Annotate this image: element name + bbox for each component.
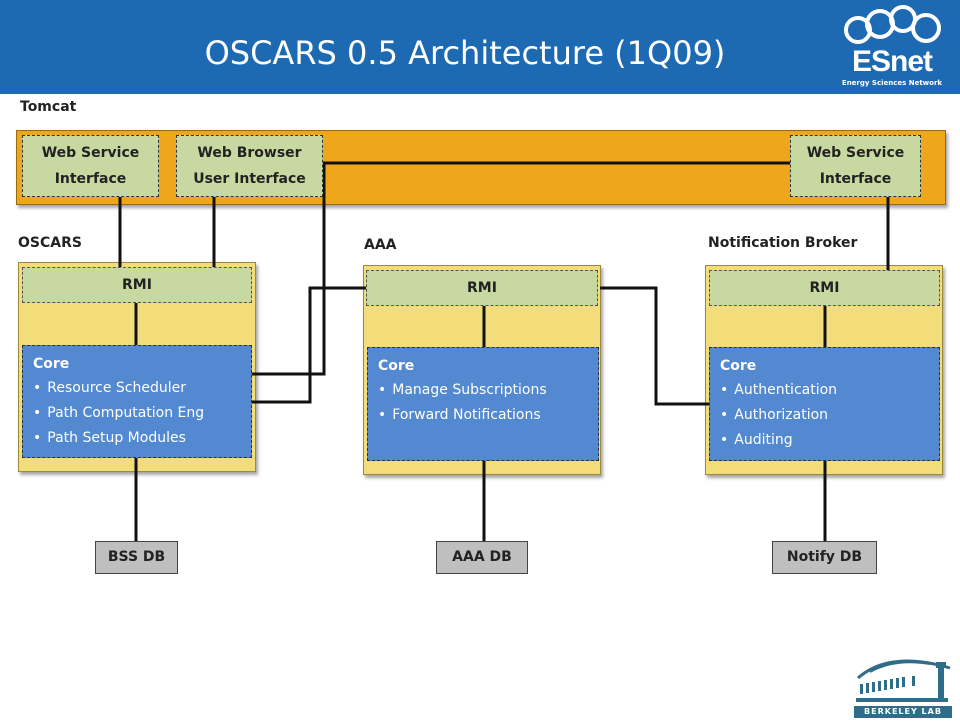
core-list: Resource Scheduler Path Computation Eng …: [33, 376, 241, 451]
core-title: Core: [378, 358, 415, 374]
core-list: Authentication Authorization Auditing: [720, 378, 929, 453]
core-item: Authentication: [720, 378, 929, 403]
core-title: Core: [720, 358, 757, 374]
berkeley-lab-logo: Berkeley Lab: [850, 648, 956, 720]
core-item: Path Computation Eng: [33, 401, 241, 426]
header-bar: OSCARS 0.5 Architecture (1Q09) ESnet Ene…: [0, 0, 960, 94]
notification-core: Core Authentication Authorization Auditi…: [709, 347, 940, 461]
bss-db: BSS DB: [95, 541, 178, 574]
box-line: Web Service: [41, 145, 140, 161]
box-line: Interface: [819, 171, 892, 187]
aaa-core: Core Manage Subscriptions Forward Notifi…: [367, 347, 599, 461]
core-item: Resource Scheduler: [33, 376, 241, 401]
berkeley-lab-logo-text: Berkeley Lab: [854, 706, 952, 718]
berkeley-lab-icon: [856, 659, 951, 702]
notification-rmi: RMI: [709, 270, 940, 306]
oscars-label: OSCARS: [18, 235, 82, 251]
core-item: Manage Subscriptions: [378, 378, 588, 403]
aaa-db: AAA DB: [436, 541, 528, 574]
box-line: User Interface: [193, 171, 306, 187]
notify-db: Notify DB: [772, 541, 877, 574]
tomcat-label: Tomcat: [20, 99, 77, 115]
esnet-rings-icon: [844, 5, 941, 44]
esnet-logo-subtitle: Energy Sciences Network: [841, 79, 943, 87]
box-line: Web Browser: [197, 145, 302, 161]
core-title: Core: [33, 356, 70, 372]
aaa-rmi: RMI: [366, 270, 598, 306]
box-line: Interface: [54, 171, 127, 187]
esnet-logo-text: ESnet: [851, 45, 933, 78]
notification-broker-label: Notification Broker: [708, 235, 858, 251]
oscars-rmi: RMI: [22, 267, 252, 303]
core-list: Manage Subscriptions Forward Notificatio…: [378, 378, 588, 428]
core-item: Authorization: [720, 403, 929, 428]
oscars-core: Core Resource Scheduler Path Computation…: [22, 345, 252, 458]
core-item: Auditing: [720, 428, 929, 453]
aaa-label: AAA: [364, 237, 397, 253]
core-item: Forward Notifications: [378, 403, 588, 428]
box-line: Web Service: [806, 145, 905, 161]
esnet-logo: ESnet Energy Sciences Network: [836, 4, 948, 90]
core-item: Path Setup Modules: [33, 426, 241, 451]
slide-title: OSCARS 0.5 Architecture (1Q09): [204, 34, 726, 72]
